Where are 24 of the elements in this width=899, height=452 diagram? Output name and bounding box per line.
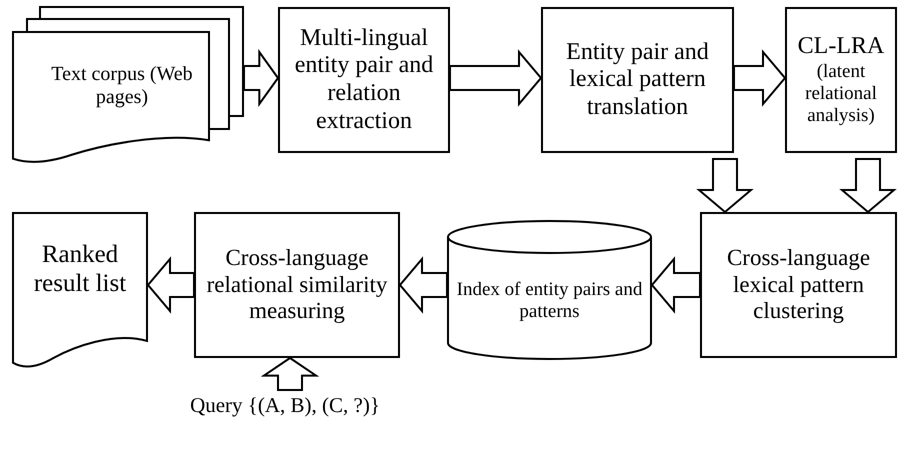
process-box	[541, 7, 734, 153]
query-text: Query {(A, B), (C, ?)}	[190, 392, 380, 418]
block-arrow	[398, 256, 448, 314]
block-arrow	[260, 356, 320, 391]
node-title: Ranked result list	[32, 241, 128, 299]
node-title: Multi-lingual entity pair and relation extraction	[294, 24, 434, 136]
node-title: Index of entity pairs and patterns	[456, 279, 644, 323]
block-arrow	[243, 48, 280, 108]
node-subtitle: (latent relational analysis)	[804, 61, 878, 127]
process-box	[785, 7, 897, 153]
block-arrow	[733, 49, 786, 107]
node-title: Cross-language lexical pattern clustering	[726, 245, 872, 325]
node-title: CL-LRA	[798, 33, 884, 62]
process-box	[700, 212, 897, 358]
block-arrow	[839, 158, 897, 214]
process-box	[278, 7, 450, 153]
block-arrow	[696, 158, 754, 214]
node-title: Cross-language relational similarity measuring	[206, 245, 388, 325]
process-box	[194, 212, 400, 358]
node-title: Text corpus (Web pages)	[50, 63, 194, 109]
block-arrow	[449, 49, 542, 107]
block-arrow	[650, 256, 701, 314]
block-arrow	[146, 256, 195, 314]
node-title: Entity pair and lexical pattern translation	[565, 38, 710, 122]
